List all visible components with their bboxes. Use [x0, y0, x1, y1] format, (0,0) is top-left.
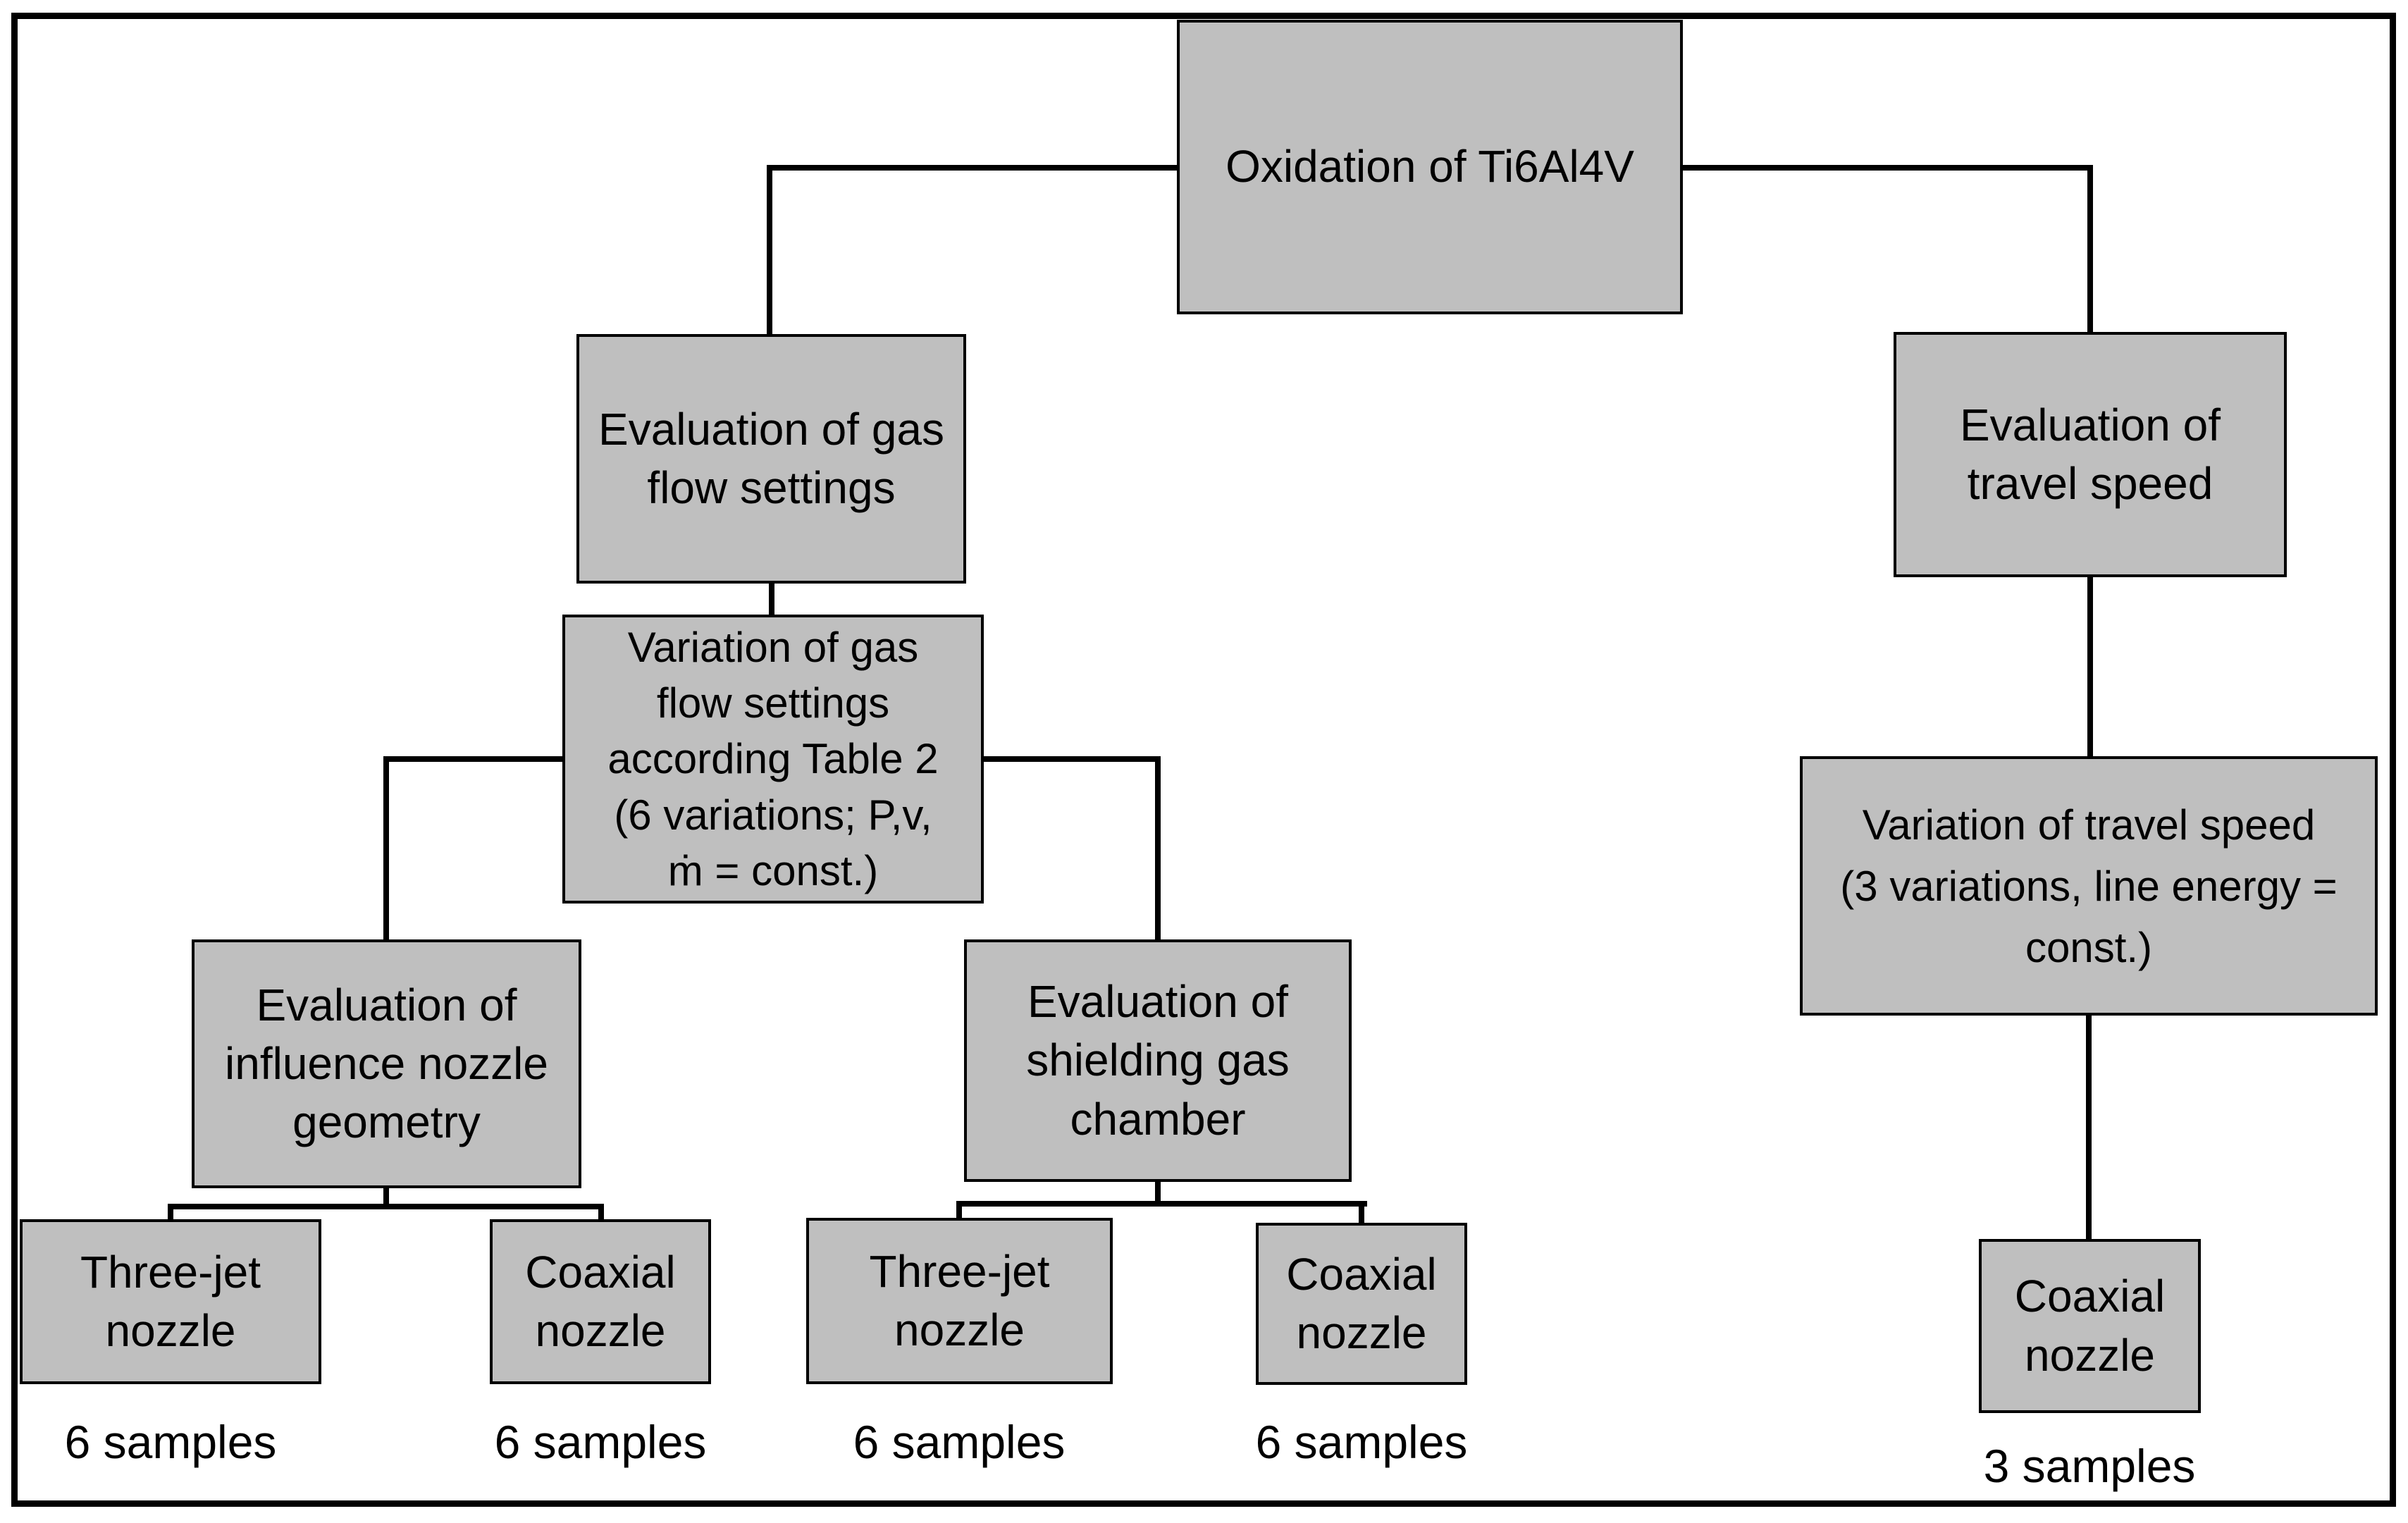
connector-root-to-travel-speed-horizontal	[1680, 165, 2093, 171]
connector-geometry-bracket-right-stub	[598, 1204, 604, 1222]
node-variation-travel-speed: Variation of travel speed (3 variations,…	[1800, 756, 2378, 1016]
connector-variation-to-chamber-vertical	[1155, 756, 1161, 942]
connector-variation-to-chamber-horizontal	[981, 756, 1161, 762]
connector-variation-to-geometry-vertical	[383, 756, 389, 942]
sample-count-label: 6 samples	[494, 1416, 707, 1468]
node-coaxial-nozzle-chamber: Coaxial nozzle	[1256, 1223, 1467, 1385]
node-evaluation-gas-flow-settings: Evaluation of gas flow settings	[576, 334, 966, 584]
node-coaxial-nozzle-geometry: Coaxial nozzle	[490, 1219, 711, 1384]
connector-chamber-bracket-right-stub	[1359, 1201, 1364, 1226]
connector-geometry-bracket	[168, 1204, 604, 1209]
node-evaluation-nozzle-geometry: Evaluation of influence nozzle geometry	[192, 939, 581, 1188]
connector-chamber-bracket-left-stub	[956, 1201, 962, 1221]
node-variation-gas-flow-settings: Variation of gas flow settings according…	[562, 615, 984, 904]
connector-chamber-bracket	[956, 1201, 1367, 1207]
connector-root-to-gas-flow-horizontal	[767, 165, 1183, 171]
connector-root-to-travel-speed-vertical	[2087, 165, 2093, 335]
sample-count-label: 6 samples	[64, 1416, 277, 1468]
diagram-border-frame	[11, 13, 2396, 1507]
node-evaluation-travel-speed: Evaluation of travel speed	[1894, 332, 2287, 577]
node-three-jet-nozzle-chamber: Three-jet nozzle	[806, 1218, 1113, 1384]
connector-geometry-branch-stem	[383, 1185, 389, 1209]
connector-gas-flow-to-variation	[769, 581, 774, 617]
connector-chamber-branch-stem	[1155, 1179, 1161, 1204]
connector-variation-to-geometry-horizontal	[383, 756, 565, 762]
sample-count-label: 6 samples	[1255, 1416, 1468, 1468]
node-oxidation-of-ti6al4v: Oxidation of Ti6Al4V	[1177, 20, 1683, 314]
connector-variation-speed-to-coaxial	[2086, 1013, 2092, 1242]
sample-count-label: 3 samples	[1983, 1440, 2196, 1492]
connector-root-to-gas-flow-vertical	[767, 165, 772, 337]
node-evaluation-shielding-chamber: Evaluation of shielding gas chamber	[964, 939, 1352, 1182]
node-coaxial-nozzle-travel-speed: Coaxial nozzle	[1979, 1239, 2201, 1413]
connector-travel-speed-to-variation	[2087, 574, 2093, 759]
node-three-jet-nozzle-geometry: Three-jet nozzle	[20, 1219, 321, 1384]
sample-count-label: 6 samples	[853, 1416, 1066, 1468]
connector-geometry-bracket-left-stub	[168, 1204, 173, 1222]
